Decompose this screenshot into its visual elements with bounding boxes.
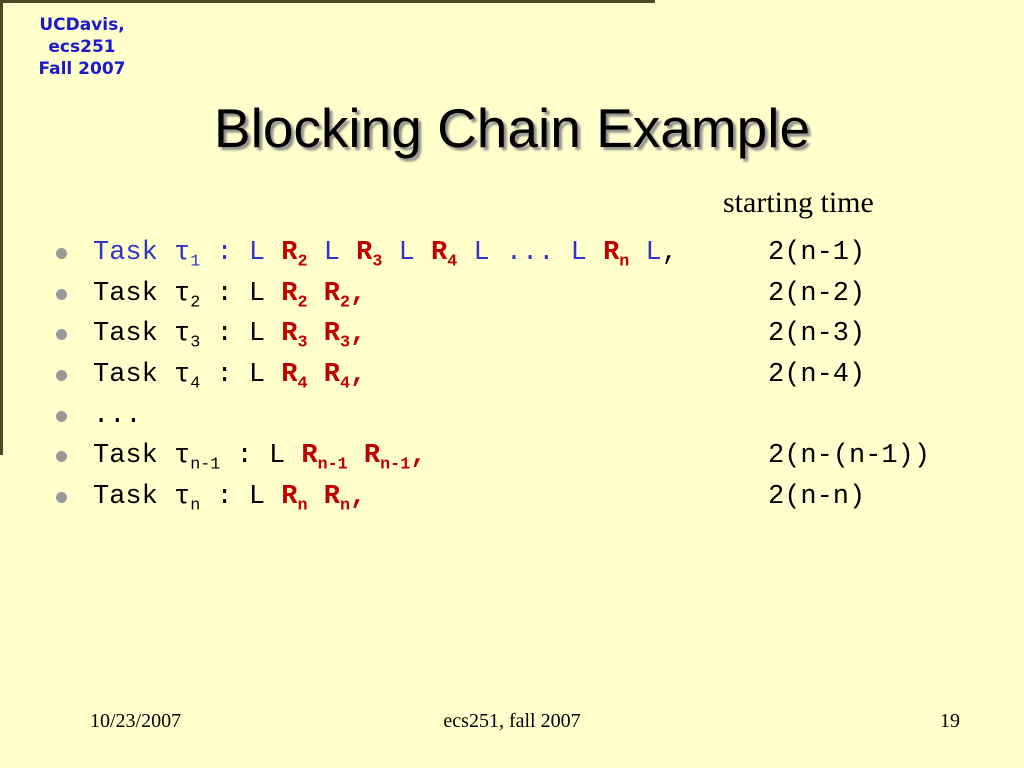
bullet-icon: [56, 451, 67, 463]
bullet-row: Task τn : L Rn Rn, 2(n-n): [52, 477, 1012, 518]
bullet-icon: [56, 410, 67, 422]
footer: 10/23/2007 ecs251, fall 2007 19: [0, 710, 1024, 740]
task-text: Task τn : L Rn Rn,: [93, 482, 367, 516]
left-edge-border: [0, 0, 3, 455]
footer-page-number: 19: [940, 710, 960, 732]
bullet-list: Task τ1 : L R2 L R3 L R4 L ... L Rn L, 2(…: [52, 233, 1012, 518]
bullet-icon: [56, 288, 67, 300]
bullet-icon: [56, 370, 67, 382]
starting-time-value: 2(n-3): [768, 319, 866, 350]
bullet-row: ...: [52, 396, 1012, 437]
course-corner-line2: Fall 2007: [38, 59, 126, 80]
starting-time-value: 2(n-4): [768, 360, 866, 391]
bullet-icon: [56, 248, 67, 259]
footer-date: 10/23/2007: [90, 710, 182, 732]
bullet-icon: [56, 492, 67, 504]
task-text: Task τ2 : L R2 R2,: [93, 278, 367, 313]
footer-course: ecs251, fall 2007: [443, 710, 581, 732]
top-edge-border: [0, 0, 655, 3]
task-text: ...: [93, 400, 142, 431]
starting-time-value: 2(n-n): [768, 482, 866, 513]
bullet-row: Task τn-1 : L Rn-1 Rn-1, 2(n-(n-1)): [52, 436, 1012, 477]
starting-time-header: starting time: [723, 186, 874, 219]
task-text: Task τn-1 : L Rn-1 Rn-1,: [93, 441, 427, 475]
starting-time-value: 2(n-2): [768, 278, 866, 309]
bullet-row: Task τ2 : L R2 R2, 2(n-2): [52, 274, 1012, 315]
slide-title: Blocking Chain Example: [213, 97, 811, 159]
bullet-row: Task τ4 : L R4 R4, 2(n-4): [52, 355, 1012, 396]
bullet-icon: [56, 329, 67, 341]
task-text: Task τ4 : L R4 R4,: [93, 360, 367, 394]
bullet-row: Task τ1 : L R2 L R3 L R4 L ... L Rn L, 2(…: [52, 233, 1012, 274]
bullet-row: Task τ3 : L R3 R3, 2(n-3): [52, 314, 1012, 355]
starting-time-value: 2(n-(n-1)): [768, 441, 931, 472]
starting-time-value: 2(n-1): [768, 238, 866, 268]
course-corner-label: UCDavis, ecs251 Fall 2007: [6, 14, 158, 80]
task-text: Task τ1 : L R2 L R3 L R4 L ... L Rn L,: [93, 238, 678, 272]
task-text: Task τ3 : L R3 R3,: [93, 319, 367, 353]
course-corner-line1: UCDavis, ecs251: [39, 15, 125, 58]
